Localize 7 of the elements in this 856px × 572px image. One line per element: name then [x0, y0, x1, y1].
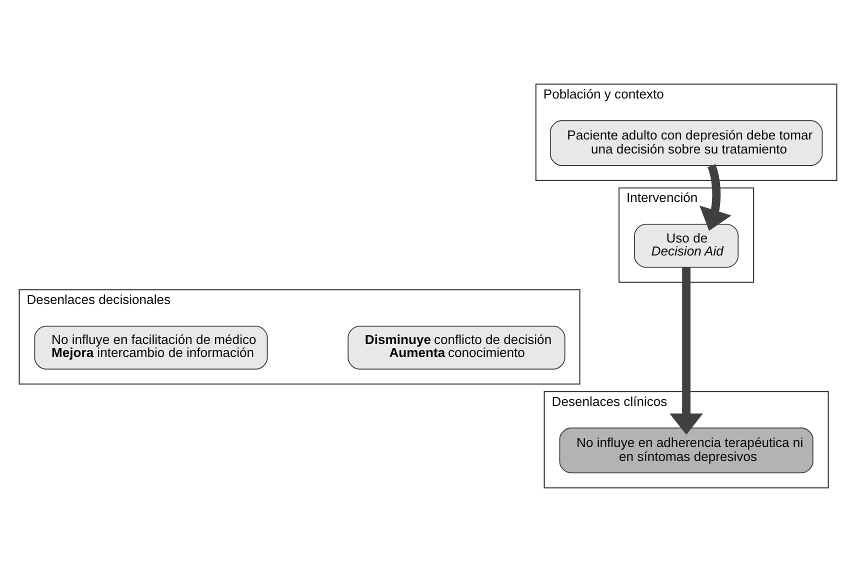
node-box: Paciente adulto con depresión debe tomar una decisión sobre su tratamiento	[550, 120, 823, 166]
node-box: No influye en facilitación de médico Mejora intercambio de información	[34, 326, 268, 370]
node-box: Uso de Decision Aid	[634, 224, 739, 268]
arrow	[699, 164, 732, 231]
arrow	[670, 267, 704, 435]
node-box: No influye en adherencia terapéutica ni en síntomas depresivos	[559, 428, 814, 474]
node-box: Disminuye conflicto de decisión Aumenta conocimiento	[348, 326, 566, 370]
